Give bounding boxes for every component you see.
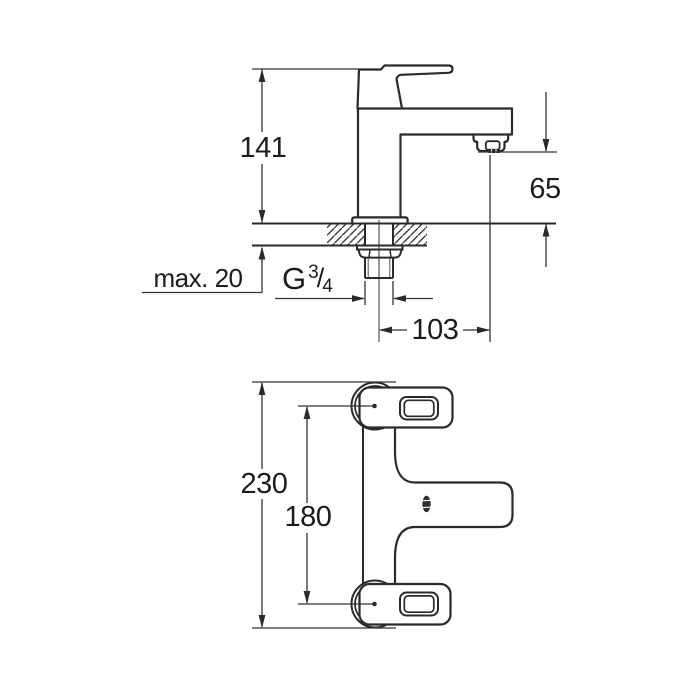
thread-denominator: 4: [322, 276, 333, 297]
top-center-dot: [372, 403, 377, 409]
dim-label-total-height: 141: [236, 134, 290, 163]
bottom-port-outer: [399, 591, 439, 617]
thread-slash: /: [316, 263, 325, 293]
shank-through-deck: [364, 224, 394, 246]
dim-label-max-deck-thickness: max. 20: [139, 265, 257, 291]
faucet-lever-neck-outline: [356, 64, 454, 110]
dim180-leaders: [298, 405, 374, 605]
dim-label-spout-reach: 103: [407, 316, 463, 345]
thread-lines: [367, 258, 391, 278]
nut-facet-lines: [368, 249, 392, 258]
top-port-outer: [399, 396, 439, 421]
mixer-dimension-lines: [252, 381, 396, 629]
mounting-nut: [357, 248, 403, 259]
mixer-view: [350, 381, 514, 629]
dim230-ext-lines: [252, 381, 396, 629]
thread-numerator: 3: [308, 262, 319, 283]
brand-mark: [422, 495, 431, 513]
dim-label-spout-height: 65: [519, 175, 571, 204]
faucet-dimension-lines: [142, 68, 557, 342]
faucet-base-plate: [351, 216, 409, 225]
aerator-outline: [472, 133, 510, 153]
dim-label-overall-height: 230: [237, 470, 291, 499]
bottom-port-inner: [403, 595, 435, 614]
deck-hatch-right: [393, 224, 427, 245]
thread-prefix: G: [282, 261, 307, 296]
dim-max20-leader: [142, 248, 263, 294]
dim-thread-lines: [275, 281, 433, 305]
deck-hatch-left: [327, 224, 365, 245]
faucet-arrowheads: [258, 69, 550, 334]
dim-label-mounting-centers: 180: [281, 503, 335, 532]
faucet-spout-outline: [399, 107, 514, 136]
faucet-side-view: [351, 64, 514, 225]
mixer-arrowheads: [258, 382, 311, 628]
aerator-inner-detail: [484, 140, 501, 151]
brand-mark-detail: [422, 499, 431, 509]
top-port-inner: [403, 399, 435, 418]
bottom-center-dot: [372, 601, 377, 607]
body-block-outline: [393, 427, 514, 584]
